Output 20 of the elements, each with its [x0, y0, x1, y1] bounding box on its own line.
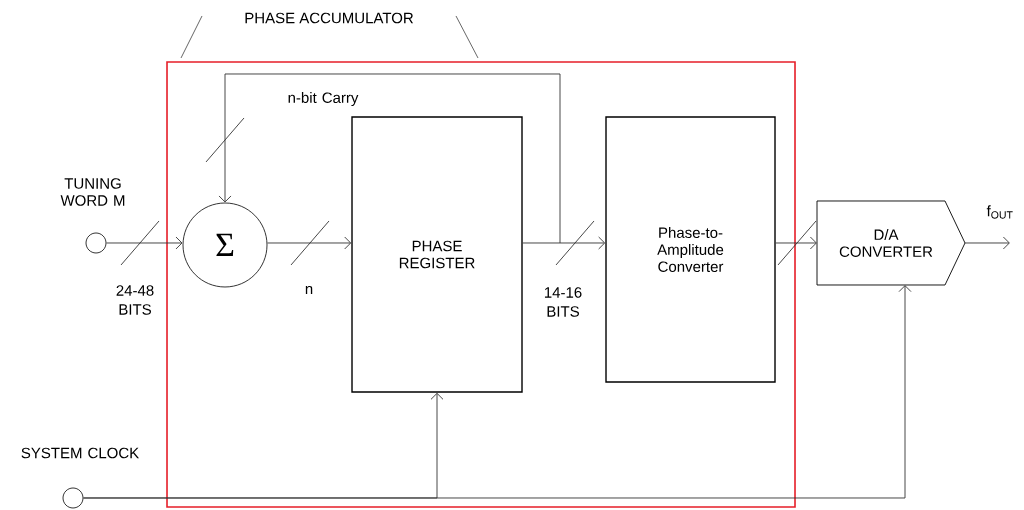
node-label: TUNING WORD M	[60, 178, 125, 206]
arrow	[105, 220, 183, 266]
arrow	[964, 236, 1010, 250]
edge-label: f$_{OUT}$	[986, 205, 1013, 219]
input-terminal: TUNING WORD M	[60, 178, 125, 254]
block-box: PHASE REGISTER	[351, 116, 523, 393]
input-terminal: SYSTEM CLOCK	[21, 447, 139, 509]
edge-label: n-bit Carry	[288, 92, 359, 106]
edge-label: n	[305, 285, 313, 295]
edge-label: 24-48 BITS	[116, 285, 154, 315]
node-label: PHASE ACCUMULATOR	[245, 12, 414, 24]
arrow	[205, 73, 561, 244]
arrow	[522, 220, 606, 266]
edge-label: 14-16 BITS	[544, 287, 582, 317]
arrow	[82, 285, 912, 499]
arrow	[266, 220, 352, 266]
summing-junction: Σ	[182, 202, 268, 288]
node-label: SYSTEM CLOCK	[21, 447, 140, 459]
converter-block: D/A CONVERTER	[816, 200, 966, 286]
block-box: Phase-to-Amplitude Converter	[605, 116, 776, 383]
